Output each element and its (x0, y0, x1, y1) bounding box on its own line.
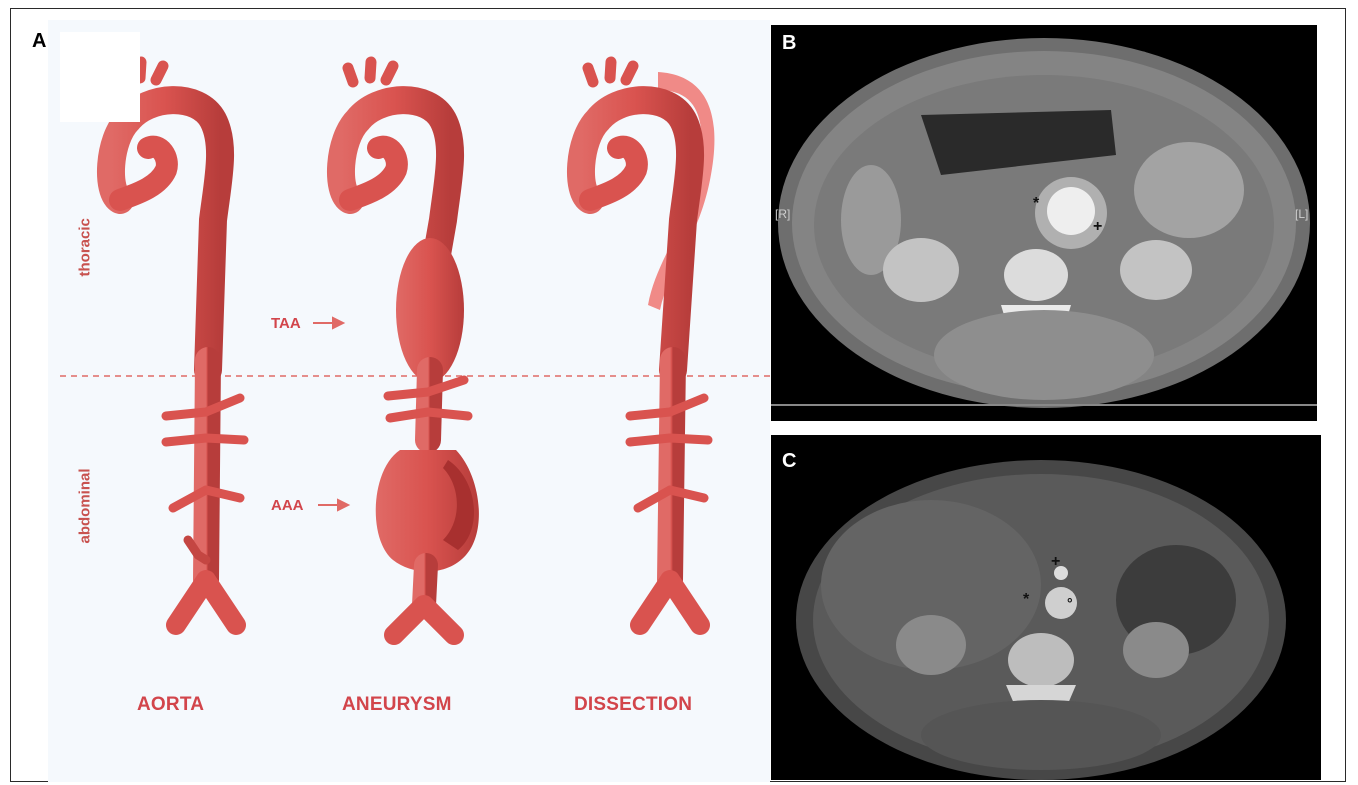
ct-b-plus-marker: + (1093, 218, 1102, 236)
taa-arrow-icon (313, 318, 343, 328)
ct-c-circle-marker: ° (1067, 595, 1073, 611)
panel-a-corner (60, 32, 140, 122)
column-label-aneurysm: ANEURYSM (342, 694, 452, 716)
aorta-diagram-svg (48, 20, 770, 782)
ct-b-left-marker: [L] (1295, 207, 1308, 221)
ct-scan-b-image (771, 25, 1317, 421)
panel-a-diagram (48, 20, 770, 782)
panel-b-ct-scan: [R] [L] * + (771, 25, 1317, 421)
column-label-aorta: AORTA (137, 694, 204, 716)
ct-c-plus-marker: + (1051, 553, 1060, 571)
ct-c-asterisk-marker: * (1023, 591, 1029, 609)
ct-scan-c-image (771, 435, 1321, 780)
ct-b-asterisk-marker: * (1033, 195, 1039, 213)
abdominal-label: abdominal (77, 454, 94, 544)
aneurysm-aorta (341, 62, 479, 635)
thoracic-label: thoracic (77, 207, 94, 277)
panel-c-ct-scan: + * ° (771, 435, 1321, 780)
panel-letter-b: B (782, 32, 796, 55)
normal-aorta (111, 62, 244, 625)
aaa-arrow-icon (318, 500, 348, 510)
dissection-aorta (581, 62, 714, 625)
panel-letter-a: A (32, 30, 46, 53)
taa-label: TAA (271, 315, 301, 332)
panel-letter-c: C (782, 450, 796, 473)
column-label-dissection: DISSECTION (574, 694, 692, 716)
ct-b-right-marker: [R] (775, 207, 790, 221)
aaa-label: AAA (271, 497, 304, 514)
